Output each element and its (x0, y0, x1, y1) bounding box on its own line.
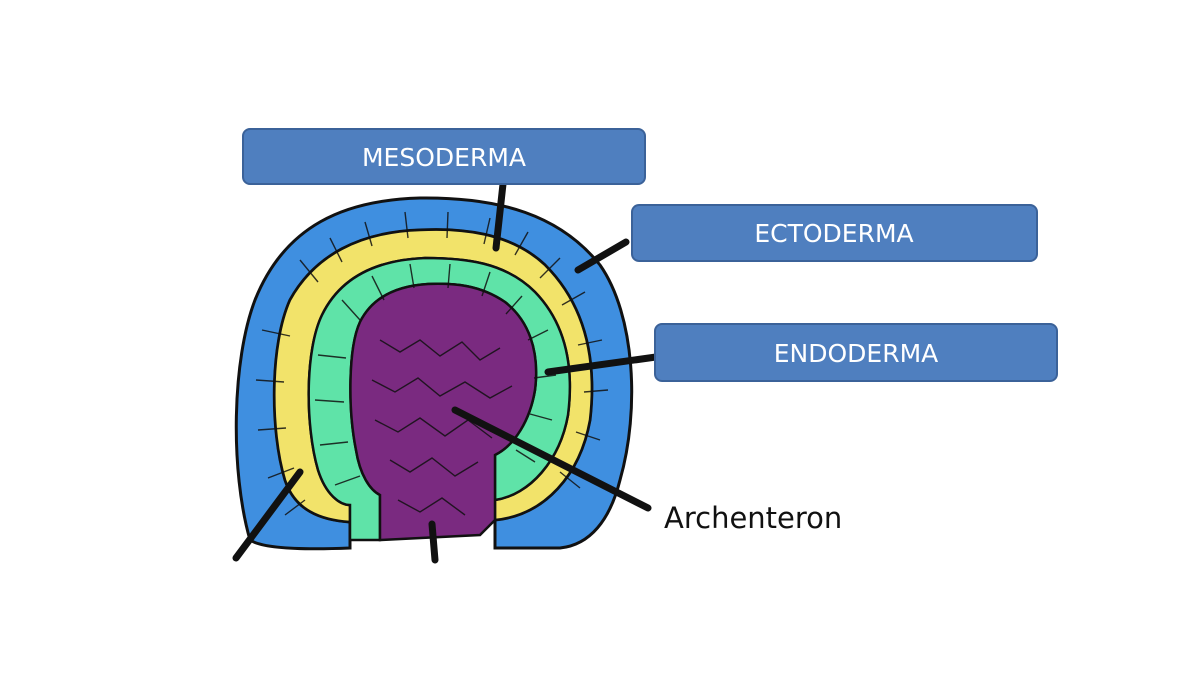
label-ectoderma: ECTODERMA (631, 204, 1038, 262)
archenteron-pointer (451, 406, 652, 512)
ectoderma-pointer (574, 238, 630, 274)
mesoderma-box (242, 128, 646, 185)
endoderma-pointer (544, 353, 660, 376)
label-mesoderma: MESODERMA (242, 128, 646, 185)
endoderma-label: ENDODERMA (774, 339, 939, 368)
mesoderma-pointer (492, 180, 507, 252)
blastopore-pointer-bottom (428, 520, 439, 564)
mesoderma-label: MESODERMA (362, 143, 526, 172)
archenteron-label: Archenteron (664, 501, 842, 535)
pointer-lines (232, 180, 660, 564)
ectoderma-label: ECTODERMA (754, 219, 913, 248)
ectoderma-box (631, 204, 1038, 262)
archenteron-core (349, 282, 538, 542)
cell-texture (255, 211, 609, 516)
label-endoderma: ENDODERMA (654, 323, 1058, 382)
gastrula-illustration (234, 196, 634, 551)
endoderma-box (654, 323, 1058, 382)
blastopore-pointer-left (232, 468, 304, 562)
